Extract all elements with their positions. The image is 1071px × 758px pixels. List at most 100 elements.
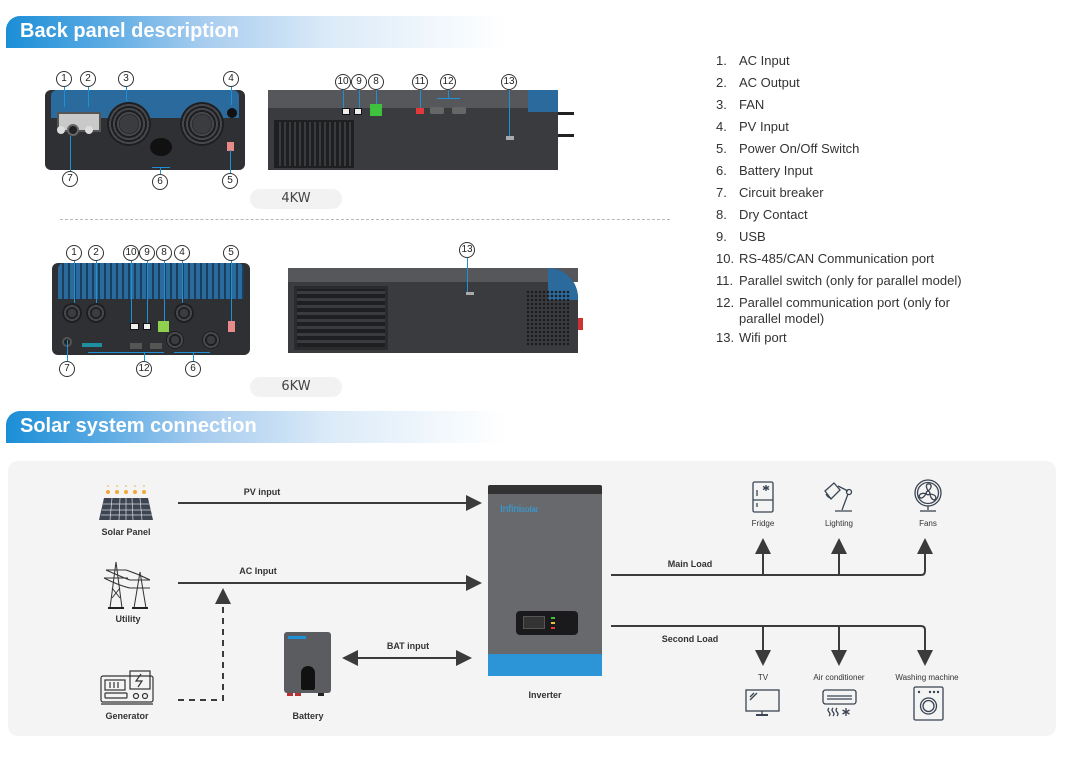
leader-line <box>126 87 127 101</box>
callout: 2 <box>88 245 104 261</box>
utility-label: Utility <box>115 614 141 624</box>
fan-right <box>180 102 224 146</box>
inverter-body: Infinisolar <box>488 494 602 654</box>
led-yellow <box>551 622 555 624</box>
callout: 3 <box>118 71 134 87</box>
leader-line <box>147 261 148 323</box>
switch-knob <box>578 318 583 330</box>
leader-line <box>182 261 183 303</box>
leader-line <box>376 90 377 104</box>
leader-line <box>152 167 170 168</box>
leader-line <box>74 261 75 303</box>
leader-line <box>420 90 421 108</box>
inverter-label: Inverter <box>528 690 562 700</box>
callout: 8 <box>156 245 172 261</box>
battery-display <box>301 666 315 690</box>
callout: 6 <box>185 361 201 377</box>
dry-contact <box>370 104 382 116</box>
second-load-label: Second Load <box>661 634 719 644</box>
main-load-line <box>611 538 933 576</box>
callout: 12 <box>440 74 456 90</box>
legend-item: 12.Parallel communication port (only for… <box>716 295 950 326</box>
solar-panel-label: Solar Panel <box>101 527 151 537</box>
inverter-mount-bracket <box>488 485 602 495</box>
tv-icon <box>745 689 780 716</box>
pv-connector <box>227 108 237 118</box>
parallel-port <box>430 107 444 114</box>
callout: 11 <box>412 74 428 90</box>
wifi-port <box>466 292 474 295</box>
back-panel-title: Back panel description <box>20 20 239 42</box>
callout: 5 <box>223 245 239 261</box>
parallel-port <box>150 343 162 349</box>
leader-line <box>437 98 460 99</box>
callout: 7 <box>62 171 78 187</box>
side-vent <box>274 120 354 168</box>
leader-line <box>231 261 232 321</box>
leader-line <box>448 90 449 98</box>
leader-line <box>230 150 231 173</box>
battery-terminal <box>150 138 172 156</box>
screw <box>85 126 93 134</box>
solar-connection-header: Solar system connection <box>6 411 506 443</box>
lcd-screen <box>523 616 545 629</box>
fridge-label: Fridge <box>751 519 775 528</box>
leader-line <box>160 167 161 174</box>
second-load-line <box>611 625 933 666</box>
fan-icon <box>914 479 942 512</box>
inverter-control-panel <box>516 611 578 635</box>
air-conditioner-label: Air conditioner <box>813 673 865 682</box>
callout: 9 <box>351 74 367 90</box>
inverter-brand-logo: Infinisolar <box>500 504 539 515</box>
solar-panel-icon <box>99 485 153 521</box>
tv-label: TV <box>757 673 769 682</box>
bat-input-label: BAT input <box>386 641 430 651</box>
generator-label: Generator <box>105 711 149 721</box>
leader-line <box>64 87 65 107</box>
back-chassis <box>45 90 245 170</box>
legend-item: 6.Battery Input <box>716 163 813 178</box>
leader-line <box>88 87 89 107</box>
utility-tower-icon <box>103 561 151 609</box>
lighting-label: Lighting <box>824 519 854 528</box>
ac-input-gland <box>62 303 82 323</box>
callout: 1 <box>56 71 72 87</box>
side-top-band <box>288 268 578 282</box>
lighting-icon <box>824 482 853 512</box>
legend-item: 5.Power On/Off Switch <box>716 141 860 156</box>
battery-label: Battery <box>292 711 324 721</box>
solar-connection-title: Solar system connection <box>20 415 257 437</box>
back-top-vent <box>58 263 244 299</box>
leader-line <box>144 352 145 361</box>
leader-line <box>96 261 97 303</box>
back-panel-header: Back panel description <box>6 16 506 48</box>
model-label-4kw: 4KW <box>250 189 342 209</box>
washing-machine-icon <box>913 686 944 721</box>
back-chassis <box>52 263 250 355</box>
section-divider <box>60 219 670 220</box>
parallel-terminal <box>82 343 102 347</box>
cable <box>558 112 574 115</box>
fan-left <box>107 102 151 146</box>
legend-item: 4.PV Input <box>716 119 789 134</box>
rs485-port <box>130 323 139 330</box>
port-legend-list: 1.AC Input 2.AC Output 3.FAN 4.PV Input … <box>716 50 989 349</box>
leader-line <box>231 87 232 105</box>
side-top-band <box>268 90 558 108</box>
side-chassis <box>288 268 578 353</box>
power-switch <box>227 142 234 151</box>
callout: 4 <box>174 245 190 261</box>
callout: 10 <box>335 74 351 90</box>
callout: 10 <box>123 245 139 261</box>
battery-gland <box>202 331 220 349</box>
leader-line <box>174 352 210 353</box>
air-conditioner-icon <box>822 689 857 717</box>
leader-line <box>359 90 360 108</box>
legend-item: 10.RS-485/CAN Communication port <box>716 251 935 266</box>
callout: 9 <box>139 245 155 261</box>
side-blue-cap <box>528 90 558 112</box>
screw <box>57 126 65 134</box>
battery-terminal-neg <box>318 693 324 696</box>
pv-input-label: PV input <box>243 487 281 497</box>
